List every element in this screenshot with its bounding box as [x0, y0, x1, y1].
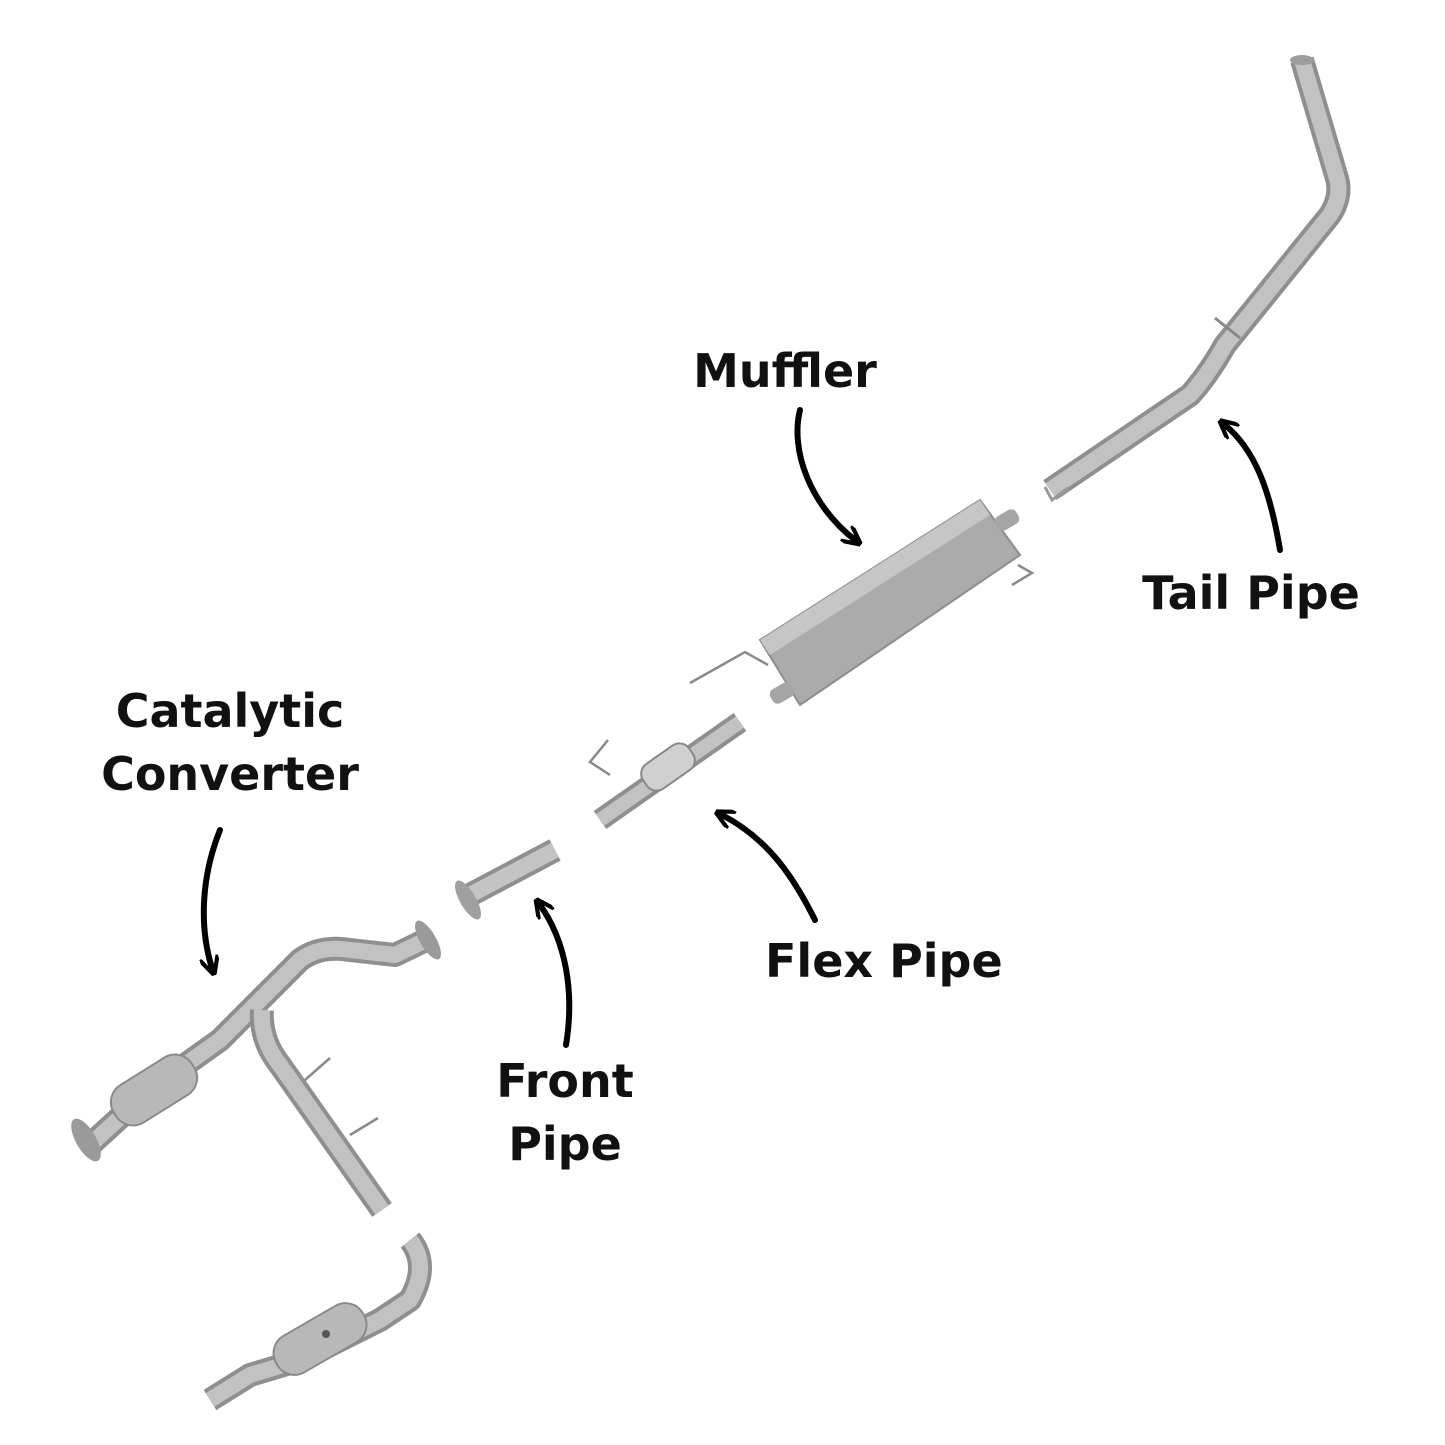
catalytic-converter-line-2: Converter [101, 747, 359, 802]
muffler-arrow [794, 407, 855, 540]
catalytic-converter-part [71, 920, 441, 1411]
muffler-label: Muffler [690, 340, 880, 403]
front-pipe-line-2: Pipe [508, 1117, 622, 1172]
tail-pipe-arrow [1225, 425, 1283, 553]
flex-pipe-label: Flex Pipe [765, 930, 1003, 993]
tail-pipe-label-text: Tail Pipe [1142, 566, 1360, 620]
catalytic-converter-line-1: Catalytic [115, 684, 345, 738]
front-pipe-arrow [540, 905, 573, 1048]
catalytic-converter-arrow [204, 827, 223, 968]
front-pipe-part [455, 839, 561, 920]
catalytic-converter-label: Catalytic Converter [95, 680, 365, 807]
flex-pipe-label-text: Flex Pipe [765, 934, 1003, 988]
flex-pipe-arrow [722, 815, 818, 923]
muffler-part [689, 498, 1035, 707]
flex-pipe-part [588, 712, 747, 830]
tail-pipe-part [1043, 55, 1351, 503]
muffler-label-text: Muffler [693, 344, 877, 398]
tail-pipe-label: Tail Pipe [1140, 562, 1362, 625]
front-pipe-label: Front Pipe [490, 1050, 640, 1177]
callout-arrows [204, 407, 1283, 1048]
front-pipe-line-1: Front [496, 1054, 634, 1108]
